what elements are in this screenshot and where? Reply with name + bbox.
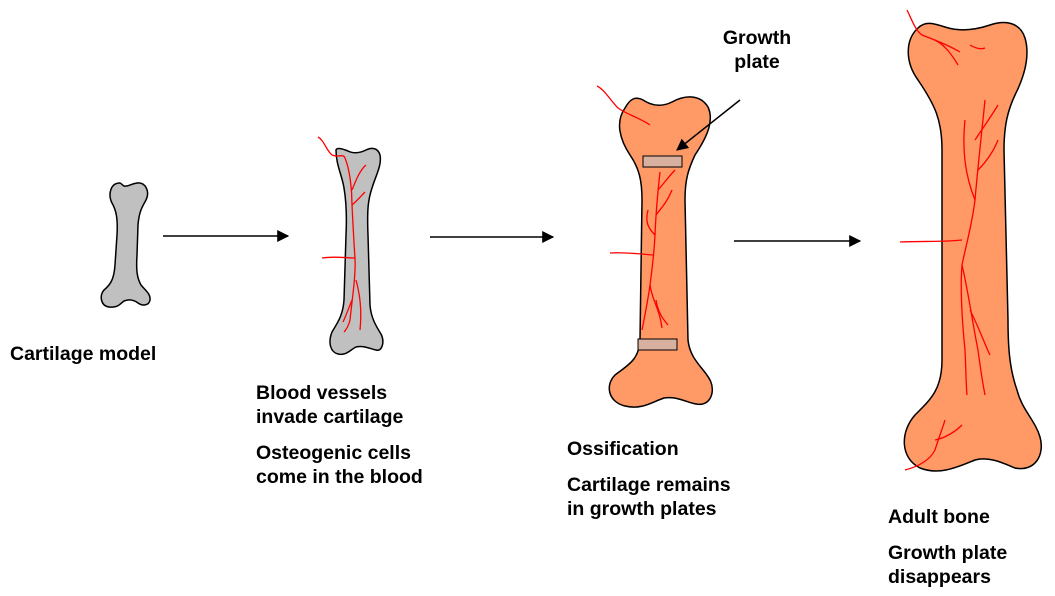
stage-label-line: come in the blood	[256, 465, 423, 489]
stage-label-line: invade cartilage	[256, 405, 423, 429]
stage-label-vascular-invasion: Blood vessels invade cartilage Osteogeni…	[256, 381, 423, 489]
callout-line: Growth	[702, 26, 812, 50]
cartilage-model-bone	[101, 183, 150, 307]
stage-label-line: Cartilage model	[10, 342, 156, 366]
ossification-bone	[597, 86, 712, 407]
upper-growth-plate	[643, 156, 682, 167]
callout-line: plate	[702, 50, 812, 74]
stage-label-line: Adult bone	[888, 505, 1007, 529]
stage-label-line: Cartilage remains	[567, 473, 731, 497]
lower-growth-plate	[638, 339, 677, 350]
stage-label-ossification: Ossification Cartilage remains in growth…	[567, 437, 731, 521]
adult-bone	[900, 10, 1041, 471]
stage-label-line: in growth plates	[567, 497, 731, 521]
stage-label-line: Growth plate	[888, 541, 1007, 565]
stage-label-line: Osteogenic cells	[256, 441, 423, 465]
vascular-invasion-bone	[318, 137, 383, 354]
stage-label-adult-bone: Adult bone Growth plate disappears	[888, 505, 1007, 589]
stage-label-line: Ossification	[567, 437, 731, 461]
growth-plate-callout-label: Growth plate	[702, 26, 812, 74]
stage-label-cartilage-model: Cartilage model	[10, 342, 156, 366]
stage-label-line: disappears	[888, 565, 1007, 589]
stage-label-line: Blood vessels	[256, 381, 423, 405]
